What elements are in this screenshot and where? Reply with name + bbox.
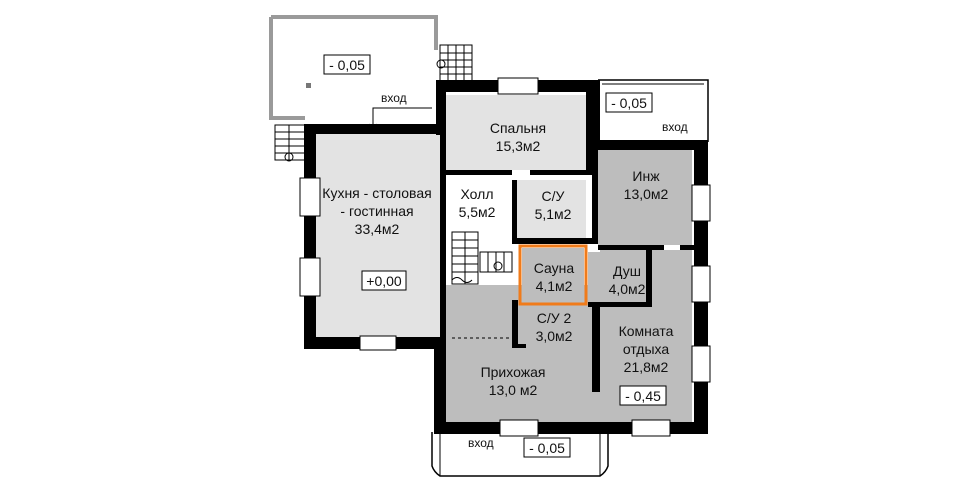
sauna-area: 4,1м2 bbox=[536, 278, 573, 294]
utility-area: 13,0м2 bbox=[624, 186, 669, 202]
elevation-porch-bottom: - 0,05 bbox=[523, 437, 571, 458]
entrance-label-top: вход bbox=[381, 91, 407, 105]
kitchen-area: 33,4м2 bbox=[355, 221, 400, 237]
entrance-label-right: вход bbox=[662, 120, 688, 134]
entrance-arrow-top bbox=[368, 107, 432, 131]
entry-hall-label: Прихожая bbox=[481, 364, 546, 380]
porch-right bbox=[598, 79, 709, 142]
elevation-kitchen-text: +0,00 bbox=[366, 273, 402, 289]
bathroom2-label: С/У 2 bbox=[537, 310, 572, 326]
elevation-terrace-text: - 0,05 bbox=[329, 57, 365, 73]
elevation-porch-right-text: - 0,05 bbox=[611, 95, 647, 111]
sauna-label: Сауна bbox=[534, 260, 575, 276]
lounge-label-line1: Комната bbox=[619, 323, 674, 339]
bathroom-label: С/У bbox=[542, 188, 565, 204]
kitchen-label-line2: - гостинная bbox=[340, 203, 413, 219]
bedroom-area: 15,3м2 bbox=[496, 138, 541, 154]
entrance-label-bottom: вход bbox=[468, 436, 494, 450]
stair-left bbox=[274, 124, 306, 162]
elevation-porch-right: - 0,05 bbox=[605, 92, 653, 113]
entry-hall-area: 13,0 м2 bbox=[489, 382, 538, 398]
elevation-porch-bottom-text: - 0,05 bbox=[529, 440, 565, 456]
elevation-kitchen: +0,00 bbox=[361, 270, 407, 291]
porch-bottom bbox=[431, 432, 609, 477]
terrace bbox=[269, 15, 438, 120]
shower-area: 4,0м2 bbox=[609, 281, 646, 297]
sauna-outline bbox=[518, 244, 588, 306]
stair-hall bbox=[451, 231, 513, 285]
lounge-label-line2: отдыха bbox=[623, 341, 670, 357]
kitchen-label-line1: Кухня - столовая bbox=[322, 185, 431, 201]
stair-top bbox=[436, 44, 473, 83]
bedroom-label: Спальня bbox=[490, 120, 546, 136]
hall-area: 5,5м2 bbox=[459, 204, 496, 220]
utility-label: Инж bbox=[632, 168, 660, 184]
hall-label: Холл bbox=[461, 186, 494, 202]
shower-label: Душ bbox=[613, 263, 641, 279]
room-fills bbox=[316, 95, 692, 425]
bathroom2-area: 3,0м2 bbox=[536, 328, 573, 344]
windows bbox=[299, 77, 711, 437]
lounge-area: 21,8м2 bbox=[624, 359, 669, 375]
elevation-lounge-text: - 0,45 bbox=[625, 388, 661, 404]
elevation-lounge: - 0,45 bbox=[619, 385, 667, 406]
elevation-terrace: - 0,05 bbox=[323, 54, 371, 75]
bathroom-area: 5,1м2 bbox=[535, 206, 572, 222]
